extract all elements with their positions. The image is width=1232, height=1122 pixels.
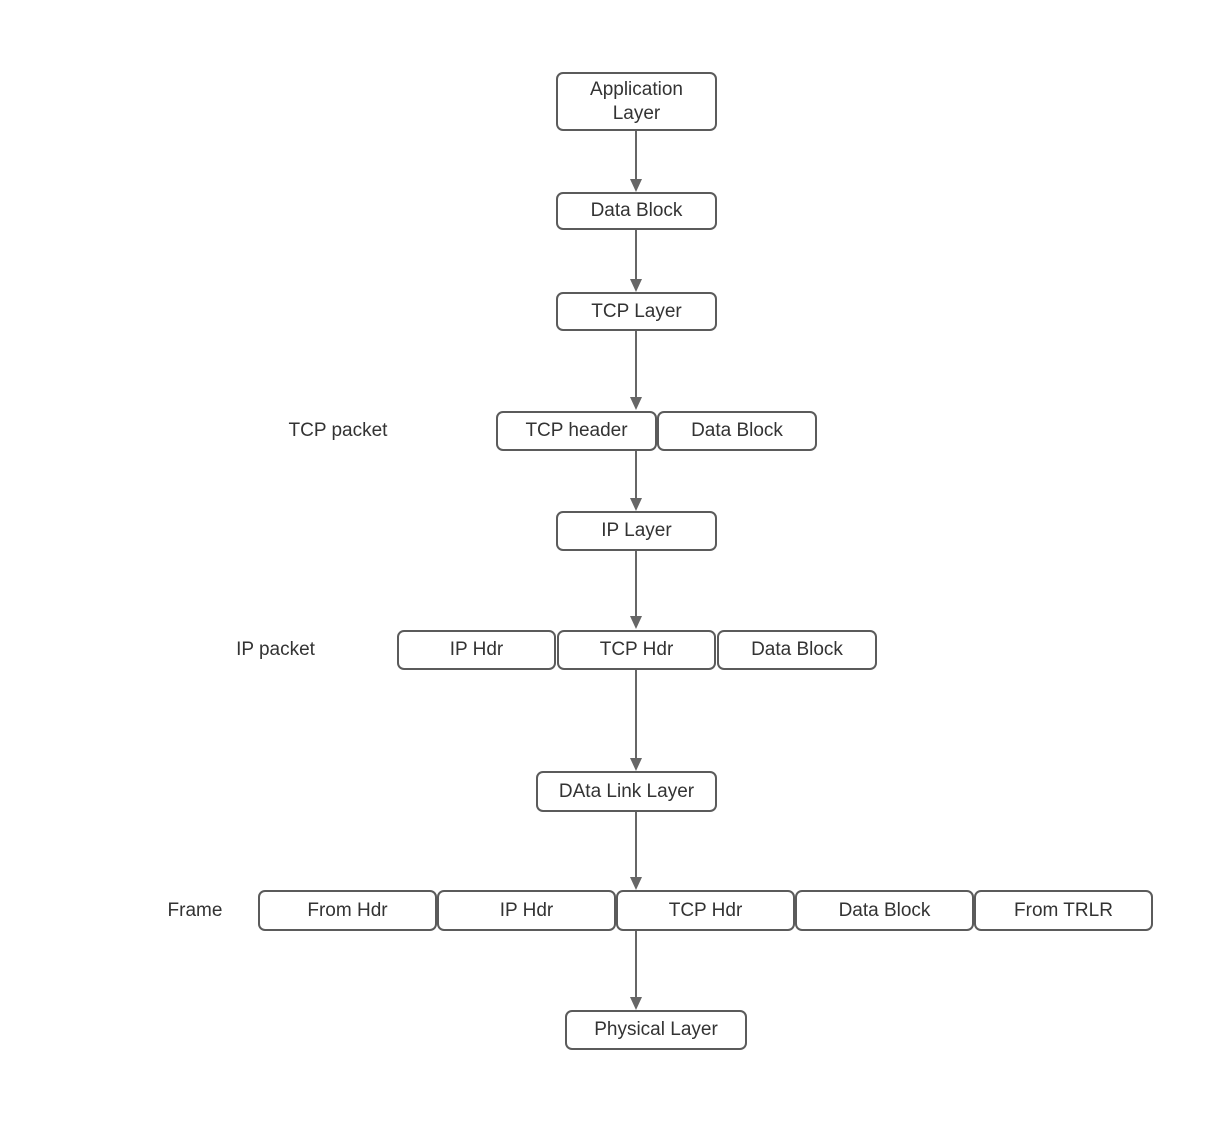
node-physical-layer: Physical Layer [565,1010,747,1050]
node-from-hdr: From Hdr [258,890,437,931]
node-data-block-ip: Data Block [717,630,877,670]
label-tcp-packet: TCP packet [288,420,388,441]
node-tcp-hdr: TCP Hdr [557,630,716,670]
node-ip-layer: IP Layer [556,511,717,551]
arrow-frame-to-physical [630,931,642,1010]
node-ip-hdr: IP Hdr [397,630,556,670]
node-data-link-layer: DAta Link Layer [536,771,717,812]
arrow-datalink-to-frame [630,812,642,890]
arrow-iplayer-to-ippacket [630,551,642,629]
node-application-layer: Application Layer [556,72,717,131]
label-ip-packet: IP packet [236,639,315,660]
node-tcp-header: TCP header [496,411,657,451]
node-frame-ip-hdr: IP Hdr [437,890,616,931]
label-frame: Frame [167,899,223,921]
arrow-application-to-datablock [630,131,642,192]
node-data-block-application: Data Block [556,192,717,230]
node-data-block-tcp: Data Block [657,411,817,451]
arrow-tcppacket-to-iplayer [630,451,642,511]
arrow-tcplayer-to-tcppacket [630,331,642,410]
node-from-trlr: From TRLR [974,890,1153,931]
node-frame-data-block: Data Block [795,890,974,931]
arrow-ippacket-to-datalink [630,670,642,771]
node-frame-tcp-hdr: TCP Hdr [616,890,795,931]
node-tcp-layer: TCP Layer [556,292,717,331]
arrow-datablock-to-tcplayer [630,230,642,292]
